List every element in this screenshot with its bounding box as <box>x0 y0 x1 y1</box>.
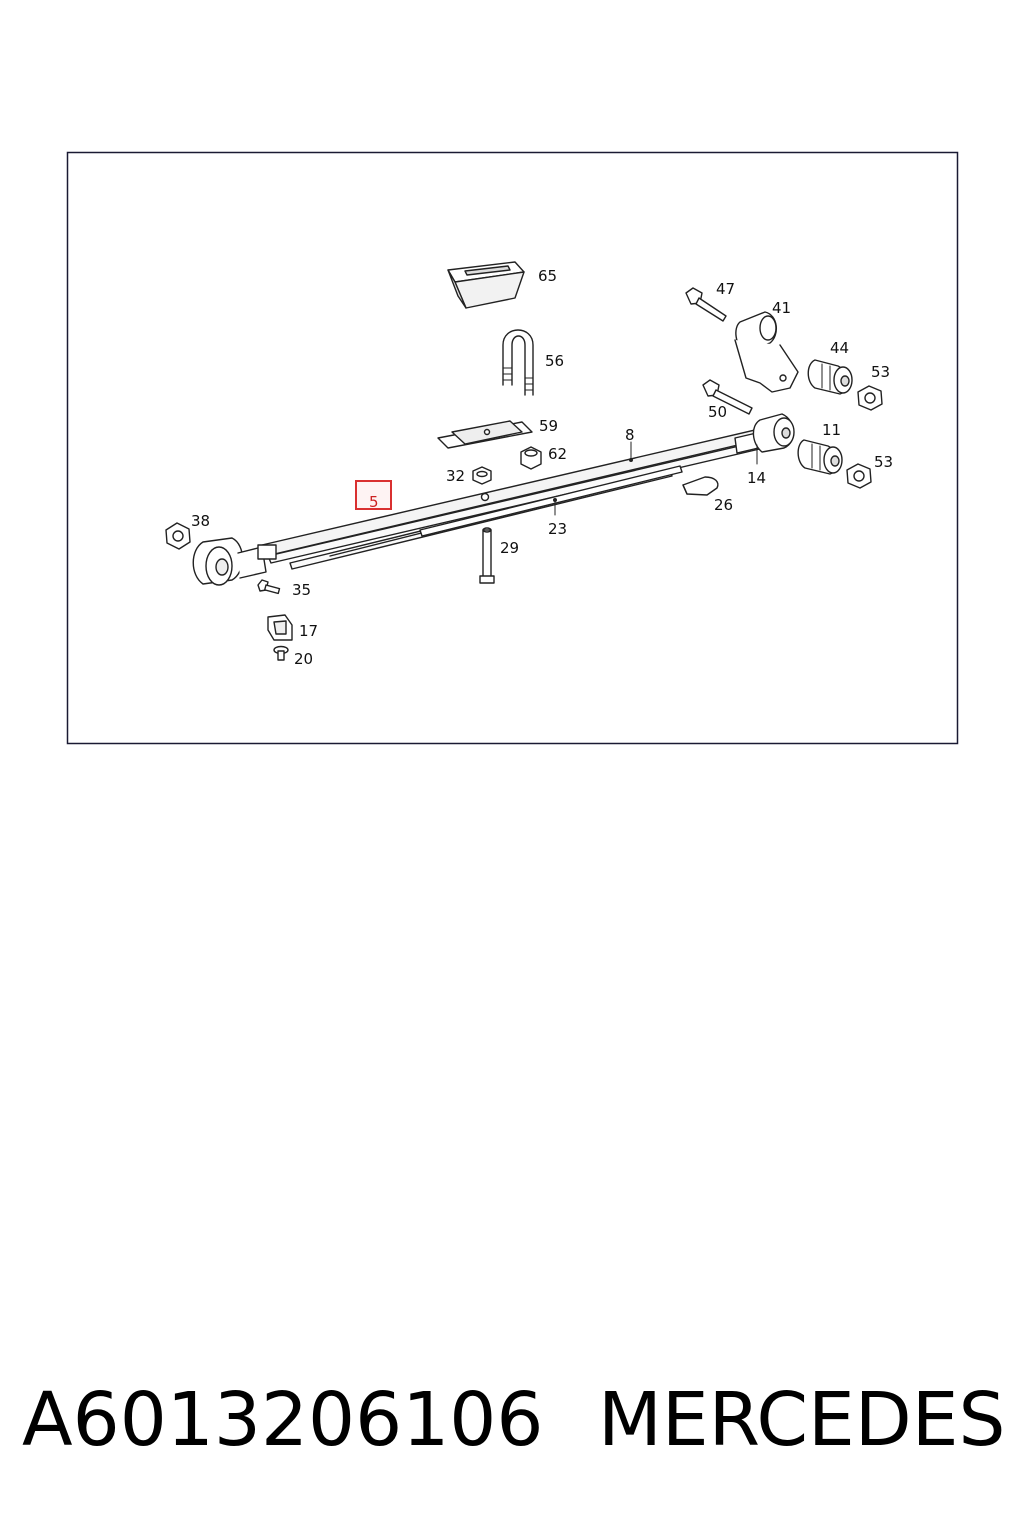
spring-plate <box>437 420 533 449</box>
nut-32 <box>472 466 492 485</box>
callout-labels: 65 47 41 56 44 53 50 59 8 11 62 32 53 14… <box>191 267 893 668</box>
spring-clip <box>267 614 293 641</box>
rear-spring-eye <box>752 413 795 453</box>
front-spring-eye <box>192 537 277 586</box>
callout-29: 29 <box>500 539 519 557</box>
part-number: A6013206106 <box>22 1377 544 1463</box>
u-bolt <box>502 329 534 396</box>
callout-17: 17 <box>299 622 318 640</box>
callout-53-lower: 53 <box>874 453 893 471</box>
bolt-35 <box>257 579 281 595</box>
callout-14: 14 <box>747 469 766 487</box>
callout-8: 8 <box>625 426 635 444</box>
callout-53-upper: 53 <box>871 363 890 381</box>
bushing-44 <box>807 359 853 395</box>
callout-47: 47 <box>716 280 735 298</box>
callout-44: 44 <box>830 339 849 357</box>
callout-50: 50 <box>708 403 727 421</box>
callout-59: 59 <box>539 417 558 435</box>
callout-35: 35 <box>292 581 311 599</box>
bolt-50 <box>702 379 753 415</box>
callout-5: 5 <box>369 493 379 511</box>
leader-lines <box>553 441 758 516</box>
callout-26: 26 <box>714 496 733 514</box>
nut-53-upper <box>857 385 883 411</box>
nut-38 <box>165 522 191 550</box>
screw-20 <box>273 645 289 661</box>
bolt-47 <box>685 287 727 322</box>
bushing-11 <box>797 439 843 475</box>
center-bolt <box>479 527 495 584</box>
callout-23: 23 <box>548 520 567 538</box>
shackle-bracket <box>734 311 799 393</box>
secondary-leaf <box>419 465 683 537</box>
leaf-spring-exploded-view: 65 47 41 56 44 53 50 59 8 11 62 32 53 14… <box>66 151 959 745</box>
callout-11: 11 <box>822 421 841 439</box>
callout-20: 20 <box>294 650 313 668</box>
nut-53-lower <box>846 463 872 489</box>
caption: A6013206106 MERCEDES <box>0 1370 1024 1470</box>
parts-diagram: 65 47 41 56 44 53 50 59 8 11 62 32 53 14… <box>0 0 1024 760</box>
rubber-pad <box>682 476 719 496</box>
callout-32: 32 <box>446 467 465 485</box>
brand-name: MERCEDES <box>598 1377 1006 1463</box>
callout-62: 62 <box>548 445 567 463</box>
callout-65: 65 <box>538 267 557 285</box>
bump-stop <box>447 261 525 309</box>
callout-56: 56 <box>545 352 564 370</box>
callout-38: 38 <box>191 512 210 530</box>
highlight-box <box>355 480 392 510</box>
diagram-border <box>66 151 959 745</box>
nut-62 <box>520 446 542 470</box>
callout-41: 41 <box>772 299 791 317</box>
